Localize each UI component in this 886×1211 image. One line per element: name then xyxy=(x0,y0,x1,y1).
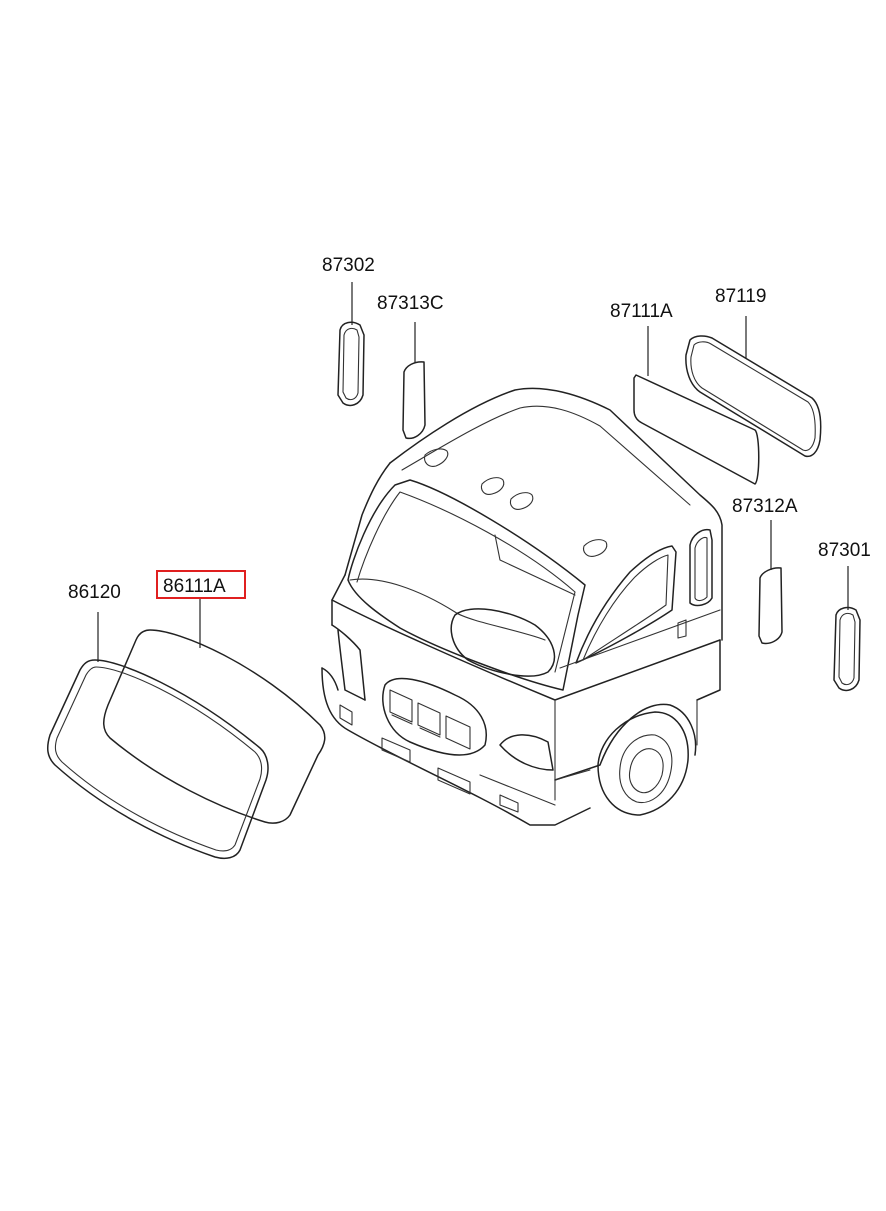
part-87119-rear-weatherstrip xyxy=(685,316,822,458)
part-86120-windshield-weatherstrip xyxy=(46,612,269,860)
label-87312A[interactable]: 87312A xyxy=(732,496,798,517)
label-87111A[interactable]: 87111A xyxy=(610,301,673,322)
truck-cab xyxy=(321,387,723,826)
part-87302-weatherstrip xyxy=(337,282,365,407)
part-86111A-windshield-glass xyxy=(103,598,326,824)
highlight-box xyxy=(156,570,246,599)
label-87301[interactable]: 87301 xyxy=(818,540,871,561)
part-87313C-glass xyxy=(402,322,426,440)
label-86111A[interactable]: 86111A xyxy=(163,576,226,597)
part-87301-weatherstrip xyxy=(833,566,861,692)
part-87111A-rear-glass xyxy=(633,326,760,485)
label-87313C[interactable]: 87313C xyxy=(377,293,444,314)
label-86120[interactable]: 86120 xyxy=(68,582,121,603)
label-87119[interactable]: 87119 xyxy=(715,286,766,307)
label-87302[interactable]: 87302 xyxy=(322,255,375,276)
part-87312A-glass xyxy=(758,520,783,645)
